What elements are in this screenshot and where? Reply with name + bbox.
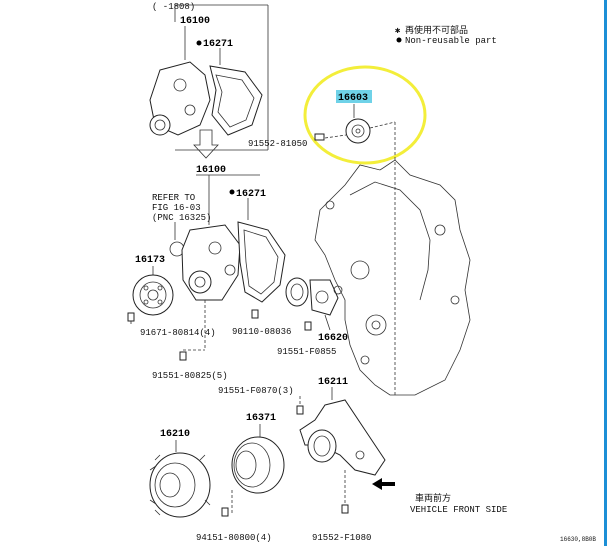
callout-16211: 16211 <box>318 377 348 388</box>
bolt-91671 <box>127 312 135 322</box>
bolt-91551-c <box>296 405 304 415</box>
bolt-90110 <box>251 309 259 319</box>
refer-line-3: (PNC 16325) <box>152 213 211 223</box>
pulley-16371: 16371 <box>231 413 285 515</box>
legend-star-icon: ✱ <box>395 26 401 36</box>
vehicle-front-indicator: 車両前方 VEHICLE FRONT SIDE 16630,8B0B <box>372 478 596 543</box>
callout-16210: 16210 <box>160 429 190 440</box>
legend-en: Non-reusable part <box>405 36 497 46</box>
legend: ( -1808) ✱ 再使用不可部品 Non-reusable part <box>152 2 497 46</box>
callout-91551-c: 91551-F0870(3) <box>218 386 294 396</box>
callout-90110: 90110-08036 <box>232 327 291 337</box>
highlight-tag <box>336 90 372 103</box>
figure-number: 16630,8B0B <box>560 536 596 543</box>
fan-clutch-16210: 16210 94151-80800(4) <box>149 429 272 543</box>
nonreusable-dot-icon-2 <box>229 189 235 195</box>
front-en: VEHICLE FRONT SIDE <box>410 505 507 515</box>
callout-94151: 94151-80800(4) <box>196 533 272 543</box>
right-frame-bar <box>604 0 607 546</box>
legend-jp: 再使用不可部品 <box>405 24 468 36</box>
callout-91551-a: 91551-80825(5) <box>152 371 228 381</box>
callout-16173: 16173 <box>135 255 165 266</box>
callout-91551-b: 91551-F0855 <box>277 347 336 357</box>
bolt-94151 <box>221 507 229 517</box>
callout-16603: 16603 <box>338 93 368 104</box>
nonreusable-dot-icon <box>196 40 202 46</box>
callout-16371: 16371 <box>246 413 276 424</box>
bolt-91551-b <box>304 321 312 331</box>
timing-chain-cover <box>314 159 471 396</box>
callout-16100-a: 16100 <box>180 16 210 27</box>
callout-16100-b: 16100 <box>196 165 226 176</box>
pulley-16173 <box>132 274 174 316</box>
idler-pulley-16603 <box>345 118 371 144</box>
highlight-circle <box>303 65 427 165</box>
range-text: ( -1808) <box>152 2 195 12</box>
refer-line-2: FIG 16-03 <box>152 203 201 213</box>
front-jp: 車両前方 <box>415 492 451 504</box>
callout-16271-a: 16271 <box>203 39 233 50</box>
callout-91552-81050: 91552-81050 <box>248 139 307 149</box>
callout-91671: 91671-80814(4) <box>140 328 216 338</box>
callout-16620: 16620 <box>318 333 348 344</box>
highlight-16603: 16603 91552-81050 <box>248 65 427 395</box>
front-arrow-icon <box>372 478 395 490</box>
refer-line-1: REFER TO <box>152 193 195 203</box>
callout-91552-b: 91552-F1080 <box>312 533 371 543</box>
bolt-91552-b <box>341 504 349 514</box>
legend-dot-icon <box>396 37 402 43</box>
fan-bracket-16211: 91551-F0870(3) 16211 91552-F1080 <box>218 377 386 543</box>
bolt-91552-81050 <box>314 133 325 141</box>
bolt-91551-a <box>179 351 187 361</box>
water-pump-assy-middle: 16100 16271 REFER TO FIG 16-03 (PNC 1632… <box>127 165 291 381</box>
tensioner-16620: 16620 91551-F0855 <box>277 277 348 357</box>
callout-16271-b: 16271 <box>236 189 266 200</box>
water-pump-assy-top: 16100 16271 <box>149 4 269 159</box>
